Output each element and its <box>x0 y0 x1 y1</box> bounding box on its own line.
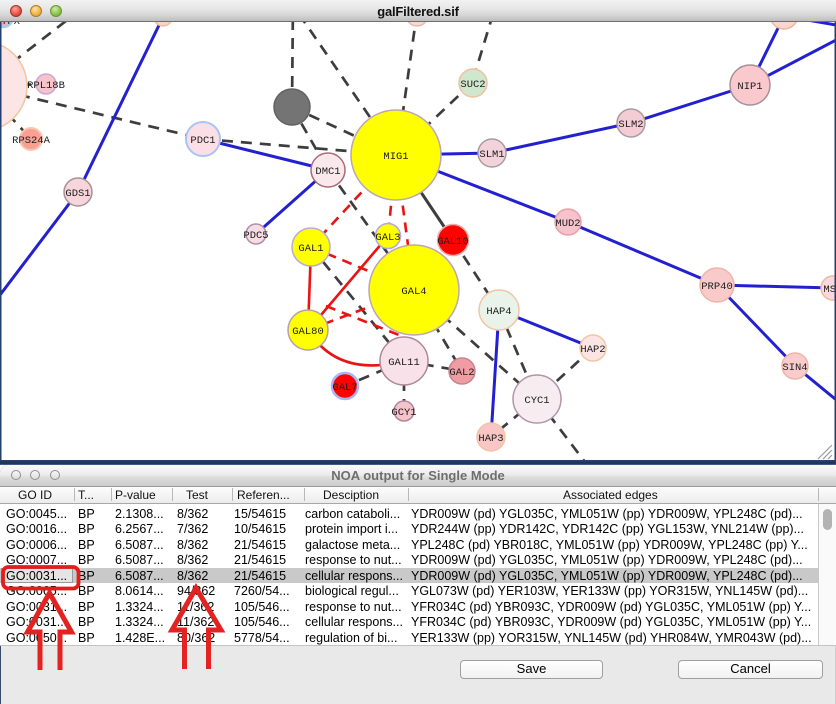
svg-text:GAL4: GAL4 <box>401 286 426 298</box>
svg-text:PDC1: PDC1 <box>190 135 215 147</box>
svg-text:RPL18B: RPL18B <box>27 80 65 92</box>
svg-text:SLM1: SLM1 <box>479 149 504 161</box>
svg-text:SIN4: SIN4 <box>782 362 807 374</box>
svg-text:MSN5: MSN5 <box>823 284 836 296</box>
svg-text:MIG1: MIG1 <box>383 151 408 163</box>
svg-text:GAL10: GAL10 <box>437 236 469 248</box>
svg-text:CYC1: CYC1 <box>524 395 549 407</box>
svg-text:SUC2: SUC2 <box>460 79 485 91</box>
svg-text:GAL1: GAL1 <box>298 243 323 255</box>
svg-text:MUD2: MUD2 <box>555 218 580 230</box>
svg-text:GAL3: GAL3 <box>375 232 400 244</box>
svg-text:GAL11: GAL11 <box>388 357 420 369</box>
svg-text:DMC1: DMC1 <box>315 166 340 178</box>
svg-text:GDS1: GDS1 <box>65 188 90 200</box>
svg-text:HAP4: HAP4 <box>486 306 511 318</box>
svg-text:GAL7: GAL7 <box>332 382 357 394</box>
svg-text:SLM2: SLM2 <box>618 119 643 131</box>
svg-text:GCY1: GCY1 <box>391 407 416 419</box>
svg-text:GAL2: GAL2 <box>449 367 474 379</box>
svg-text:GAL80: GAL80 <box>292 326 324 338</box>
svg-text:RPS24A: RPS24A <box>12 135 51 147</box>
svg-text:HAP2: HAP2 <box>580 344 605 356</box>
svg-text:PDC5: PDC5 <box>243 230 268 242</box>
svg-text:PRP40: PRP40 <box>701 281 733 293</box>
svg-text:NIP1: NIP1 <box>737 81 762 93</box>
svg-text:HAP3: HAP3 <box>478 433 503 445</box>
